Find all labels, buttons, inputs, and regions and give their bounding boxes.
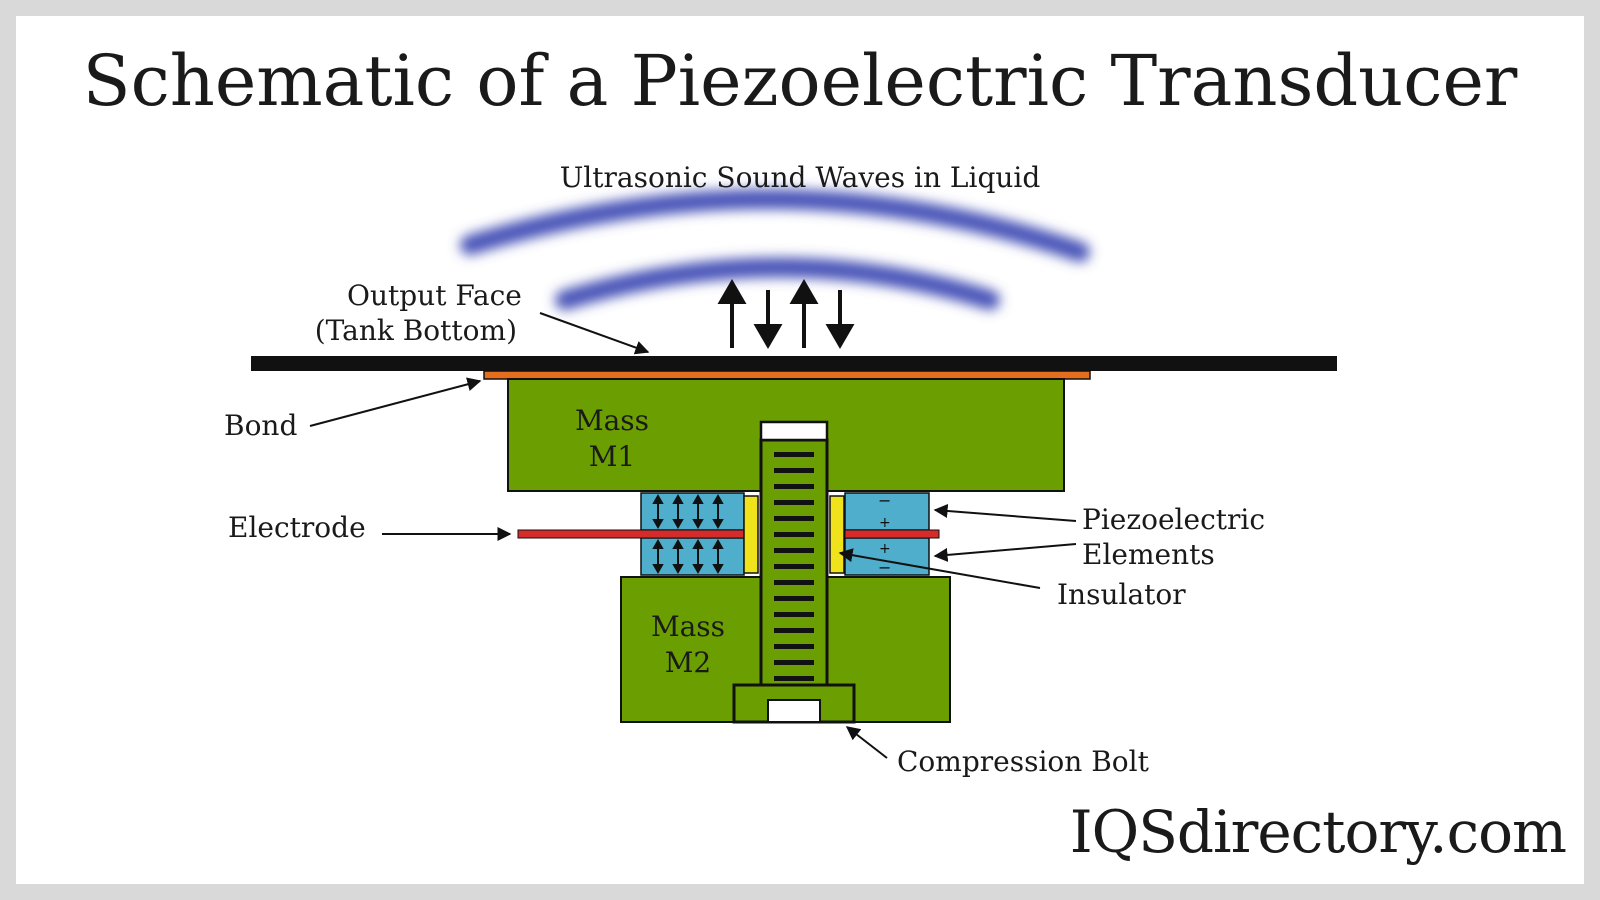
insulator-label: Insulator [1057, 578, 1186, 611]
mass-m1-label-line2: M1 [589, 440, 635, 473]
insulator-right [829, 495, 845, 574]
piezo-top-right [844, 492, 930, 531]
piezo-polarization-arrows [652, 493, 724, 575]
piezo-label-line2: Elements [1082, 538, 1215, 571]
mass-m1-label-line1: Mass [575, 404, 649, 437]
bond-layer [483, 370, 1091, 380]
mass-m2-label-line2: M2 [665, 646, 711, 679]
polarity-bottom-minus: − [878, 558, 891, 577]
diagram-title: Schematic of a Piezoelectric Transducer [82, 40, 1518, 122]
leader-bond [309, 377, 482, 427]
electrode-right [844, 529, 940, 539]
leader-insulator [838, 548, 1041, 589]
bolt-head-slot [767, 699, 821, 723]
insulator-left [743, 495, 759, 574]
bond-label: Bond [224, 409, 298, 442]
bolt-top-cap [759, 420, 829, 442]
bolt-threads [774, 452, 814, 681]
leader-output-face [539, 312, 650, 355]
output-face-label-line2: (Tank Bottom) [314, 314, 517, 347]
waves-label: Ultrasonic Sound Waves in Liquid [559, 161, 1041, 194]
piezo-label-line1: Piezoelectric [1082, 503, 1266, 536]
electrode-left [517, 529, 745, 539]
polarity-top-plus: + [879, 515, 891, 531]
compression-bolt-label: Compression Bolt [897, 745, 1149, 778]
output-face-label-line1: Output Face [347, 279, 522, 312]
output-face-plate [251, 356, 1337, 371]
sound-wave-inner [555, 257, 1000, 310]
polarity-bottom-plus: + [879, 541, 891, 557]
sound-wave-outer [460, 189, 1090, 262]
leader-compression-bolt [845, 726, 888, 759]
leader-piezo-bottom [933, 543, 1077, 562]
mass-m2-label-line1: Mass [651, 610, 725, 643]
brand-logo-text: IQSdirectory.com [1069, 798, 1567, 866]
electrode-label: Electrode [228, 511, 366, 544]
vibration-arrows [717, 279, 855, 349]
leader-piezo-top [933, 504, 1077, 522]
leader-lines [309, 312, 1077, 759]
polarity-top-minus: − [878, 491, 891, 510]
